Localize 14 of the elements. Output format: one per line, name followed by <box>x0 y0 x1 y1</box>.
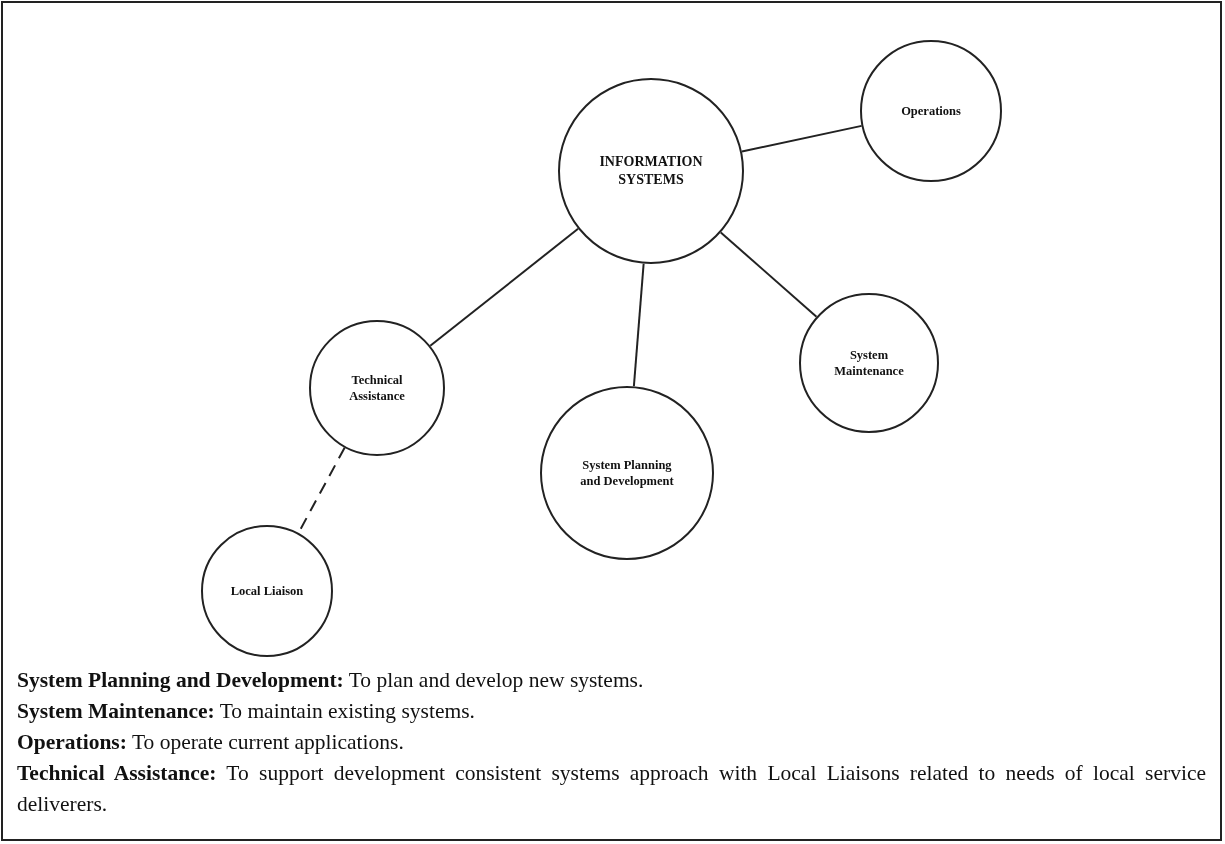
description-note: Operations: To operate current applications. <box>17 729 405 756</box>
unit-label: System Maintenance <box>833 346 905 380</box>
unit-label: Local Liaison <box>230 582 304 600</box>
description-note: System Maintenance: To maintain existing systems. <box>17 698 476 725</box>
unit-label: Technical Assistance <box>348 371 406 405</box>
connector-line <box>429 227 580 347</box>
connector-line <box>632 262 645 388</box>
description-note: System Planning and Development: To plan and develop new systems. <box>17 667 645 694</box>
unit-label: INFORMATION SYSTEMS <box>598 152 704 189</box>
unit-label: System Planning and Development <box>579 456 675 490</box>
connector-line <box>719 231 818 318</box>
unit-label: Operations <box>901 102 961 120</box>
description-note: Technical Assistance: To support development consistent systems approach with Local Liaisons related to needs of local service deliverers. <box>17 760 1206 818</box>
connector-line <box>740 124 863 153</box>
